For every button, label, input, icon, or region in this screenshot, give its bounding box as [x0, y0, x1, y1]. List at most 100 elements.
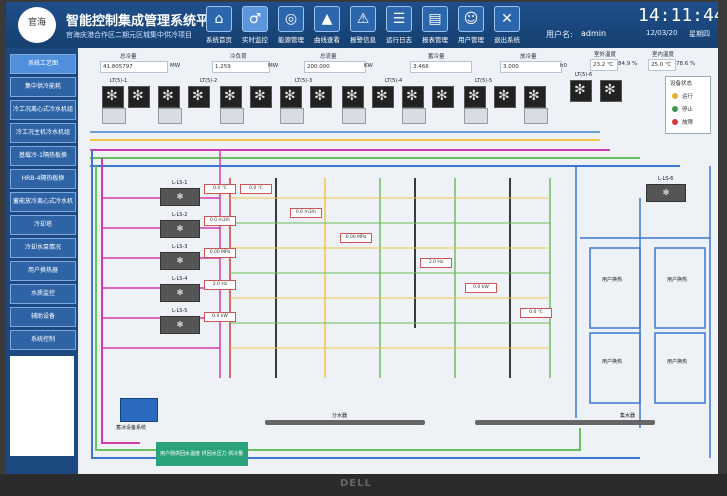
chiller-unit-right[interactable]: ✻ [646, 184, 686, 202]
nav-home[interactable]: ⌂ 系统首页 [202, 6, 236, 46]
readout-unit: MW [268, 63, 279, 69]
nav-realtime-monitor[interactable]: ♂实时监控 [238, 6, 272, 46]
readout-unit: 84.9 % [618, 61, 638, 67]
chiller-label: L-LS-1 [172, 180, 188, 186]
tower-label: LT(5)-4 [385, 78, 403, 84]
sidebar-item-main-chiller[interactable]: 冷工况主机冷水机组 [10, 123, 76, 143]
readout-outdoor-temp: 23.2 ℃ [590, 59, 618, 71]
value-box: 0.0 m3/h [204, 216, 236, 226]
sidebar-item-energy[interactable]: 集中供冷能耗 [10, 77, 76, 97]
sidebar-item-hrb4[interactable]: HRB-4隔热板换 [10, 169, 76, 189]
chat-icon: ☰ [386, 6, 412, 32]
legend-fault: 故障 [682, 120, 694, 126]
sidebar-item-centrifugal[interactable]: 冷工况离心式冷水机组 [10, 100, 76, 120]
chiller-unit[interactable]: ✻ [160, 252, 200, 270]
readout-unit: KW [364, 63, 373, 69]
supply-header [265, 420, 425, 425]
nav-exit[interactable]: ✕退出系统 [490, 6, 524, 46]
nav-reports[interactable]: ▤报表管理 [418, 6, 452, 46]
value-box: 0.00 MPa [204, 248, 236, 258]
chiller-label: L-LS-5 [172, 308, 188, 314]
sidebar-item-storage[interactable]: 蓄能放冷离心式冷水机组 [10, 192, 76, 223]
sidebar-item-aux[interactable]: 辅助设备 [10, 307, 76, 327]
readout-label: 总流量 [320, 54, 337, 60]
sidebar-item-control[interactable]: 系统控制 [10, 330, 76, 350]
nav-label: 曲线查看 [314, 36, 340, 44]
fan-icon [600, 80, 622, 102]
tower-base [464, 108, 488, 124]
readout-total-flow: 200.000 [304, 61, 366, 73]
stopped-dot [672, 106, 678, 112]
chiller-unit[interactable]: ✻ [160, 316, 200, 334]
user-device-label: 用户换热 [602, 359, 623, 365]
fault-dot [672, 119, 678, 125]
ice-tank-icon[interactable] [120, 398, 158, 422]
readout-unit: h0 [560, 63, 567, 69]
summary-text: 用户侧供回水温度 供回水压力 供冷量 [160, 451, 244, 457]
value-box: 0.0 kW [465, 283, 497, 293]
fan-icon [158, 86, 180, 108]
screen: 官海 智能控制集成管理系统平台 官海庆港合作区二期元区城集中供冷项目 ⌂系统首页… [6, 2, 718, 474]
return-header-label: 集水器 [620, 413, 636, 419]
sidebar-item-user-hx[interactable]: 用户换热器 [10, 261, 76, 281]
fan-icon [464, 86, 486, 108]
tower-label: LT(5)-3 [295, 78, 313, 84]
nav-energy[interactable]: ◎能源管理 [274, 6, 308, 46]
tower-base [280, 108, 304, 124]
chiller-unit[interactable]: ✻ [160, 220, 200, 238]
tower-base [342, 108, 366, 124]
fan-icon [280, 86, 302, 108]
fan-icon [494, 86, 516, 108]
value-box: 2.0 Hz [204, 280, 236, 290]
report-icon: ▤ [422, 6, 448, 32]
chiller-label: L-LS-6 [658, 176, 674, 182]
nav-label: 用户管理 [458, 36, 484, 44]
nav-users[interactable]: ☺ 用户管理 [454, 6, 488, 46]
chiller-label: L-LS-2 [172, 212, 188, 218]
sidebar-item-plate-1[interactable]: 基载冷-1隔热板换 [10, 146, 76, 166]
value-box: 0.0 ℃ [204, 184, 236, 194]
tower-base [220, 108, 244, 124]
summary-panel: 用户侧供回水温度 供回水压力 供冷量 [156, 442, 248, 466]
fan-icon [128, 86, 150, 108]
readout-label: 蓄冷量 [428, 54, 445, 60]
user-device-label: 用户换热 [667, 277, 688, 283]
chiller-label: L-LS-4 [172, 276, 188, 282]
user-icon: ☺ [458, 6, 484, 32]
warning-icon: ⚠ [350, 6, 376, 32]
sidebar-blank-panel [10, 356, 74, 456]
monitor-brand-logo: DELL [340, 478, 372, 489]
return-header [475, 420, 655, 425]
user-device-label: 用户换热 [602, 277, 623, 283]
fan-icon [188, 86, 210, 108]
nav-label: 系统首页 [206, 36, 232, 44]
nav-alarms[interactable]: ⚠报警信息 [346, 6, 380, 46]
tower-label: LT(5)-1 [110, 78, 128, 84]
readout-label: 室内温度 [652, 52, 675, 58]
readout-unit: 78.6 % [676, 61, 696, 67]
readout-unit: MW [170, 63, 181, 69]
weekday: 星期四 [689, 30, 710, 38]
sidebar-item-pump[interactable]: 冷却水泵情况 [10, 238, 76, 258]
sidebar-item-process[interactable]: 系统工艺图 [10, 54, 76, 74]
chiller-unit[interactable]: ✻ [160, 284, 200, 302]
fan-icon [432, 86, 454, 108]
running-dot [672, 93, 678, 99]
legend-stopped: 停止 [682, 107, 694, 113]
nav-curves[interactable]: ▲曲线查看 [310, 6, 344, 46]
pipe-network [90, 131, 711, 459]
tower-label: LT(5)-2 [200, 78, 218, 84]
nav-logs[interactable]: ☰运行日志 [382, 6, 416, 46]
chiller-unit[interactable]: ✻ [160, 188, 200, 206]
readout-label: 放冷量 [520, 54, 537, 60]
legend-title: 设备状态 [670, 81, 693, 87]
status-legend: 设备状态 运行 停止 故障 [665, 76, 711, 134]
clock: 14:11:44 [638, 5, 718, 26]
sidebar: 系统工艺图 集中供冷能耗 冷工况离心式冷水机组 冷工况主机冷水机组 基载冷-1隔… [6, 48, 78, 474]
sidebar-item-tower[interactable]: 冷却塔 [10, 215, 76, 235]
legend-running: 运行 [682, 94, 694, 100]
ice-tank-label: 蓄冰设备系统 [116, 425, 147, 431]
home-icon: ⌂ [206, 6, 232, 32]
fan-icon [250, 86, 272, 108]
sidebar-item-water[interactable]: 水质监控 [10, 284, 76, 304]
